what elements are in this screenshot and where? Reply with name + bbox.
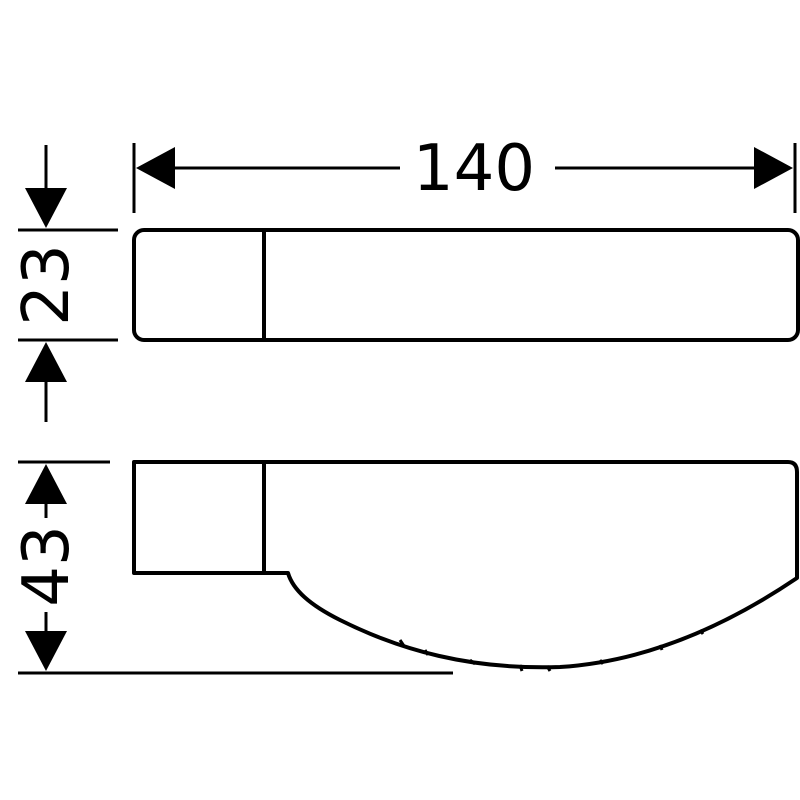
height-bottom-label: 43 (10, 525, 84, 606)
height-top-dimension: 23 (10, 145, 118, 422)
width-dimension-label: 140 (413, 132, 535, 206)
height-bottom-arrowhead-lower (25, 631, 67, 671)
width-arrowhead-left (136, 147, 175, 189)
height-top-arrowhead-upper (25, 188, 67, 228)
width-dimension: 140 (132, 132, 797, 213)
side-view-outline (132, 460, 799, 670)
height-top-label: 23 (10, 244, 84, 325)
width-arrowhead-right (754, 147, 793, 189)
height-top-arrowhead-lower (25, 342, 67, 382)
side-view-texture (398, 629, 705, 672)
side-view (132, 460, 799, 672)
top-view (132, 228, 800, 342)
height-bottom-dimension: 43 (10, 460, 453, 675)
top-view-outline (132, 228, 800, 342)
height-bottom-arrowhead-upper (25, 464, 67, 504)
